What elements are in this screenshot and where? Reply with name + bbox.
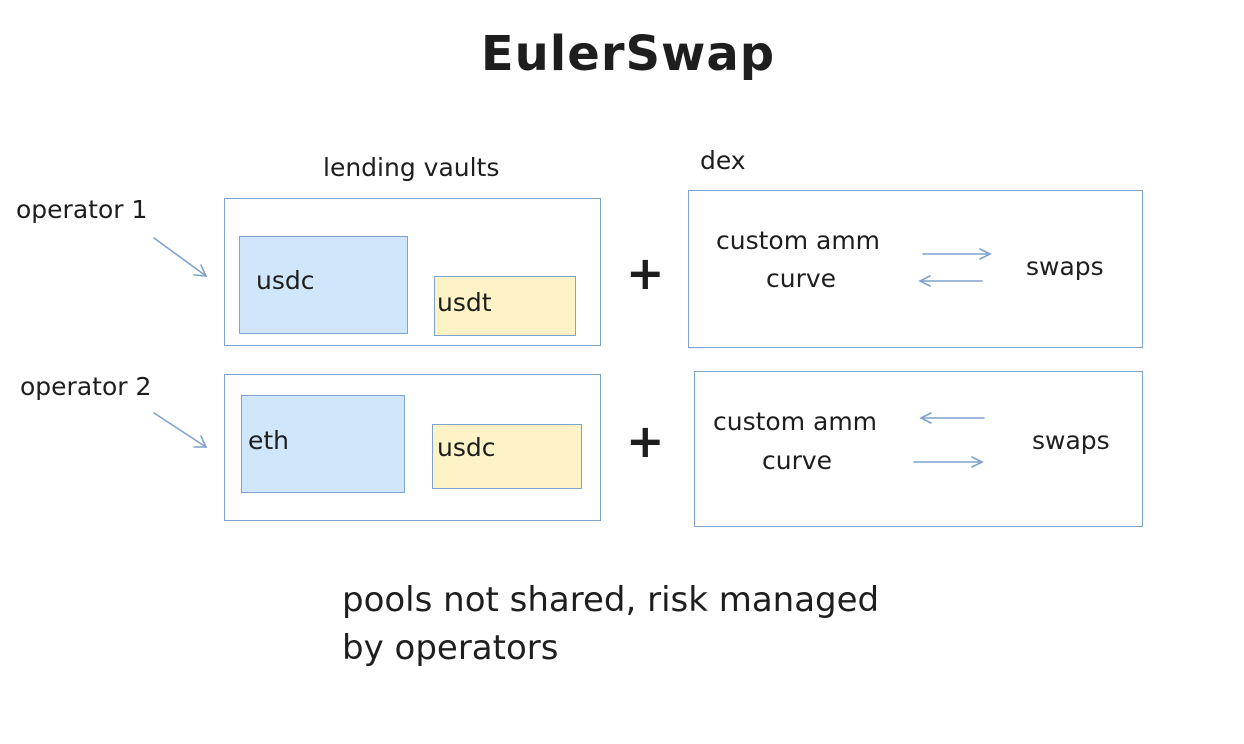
operator-2-vault-eth — [241, 395, 405, 493]
operator-1-dex-curve-label: curve — [766, 264, 837, 293]
note-line-2: by operators — [342, 628, 559, 668]
operator-2-dex-box — [694, 371, 1143, 527]
operator-2-dex-amm-label: custom amm — [713, 407, 878, 436]
operator-1-vault-usdc-label: usdc — [256, 266, 315, 295]
operator-2-plus: + — [626, 414, 665, 468]
operator-2-vault-usdc — [432, 424, 582, 489]
operator-1-dex-amm-label: custom amm — [716, 226, 881, 255]
operator-1-swaps-label: swaps — [1026, 252, 1104, 281]
operator-2-vault-usdc-label: usdc — [437, 433, 496, 462]
operator-1-label: operator 1 — [16, 195, 148, 224]
operator-1-pointer-arrow — [153, 237, 208, 277]
operator-2-lending-box — [224, 374, 601, 521]
lending-vaults-header: lending vaults — [323, 153, 500, 182]
operator-1-vault-usdc — [239, 236, 408, 334]
note-line-1: pools not shared, risk managed — [342, 580, 880, 620]
operator-1-lending-box — [224, 198, 601, 346]
operator-1-vault-usdt-label: usdt — [437, 288, 492, 317]
diagram-title: EulerSwap — [480, 26, 776, 82]
operator-2-label: operator 2 — [20, 372, 152, 401]
operator-2-dex-curve-label: curve — [762, 446, 833, 475]
dex-header: dex — [700, 146, 746, 175]
operator-2-pointer-arrow — [153, 412, 208, 448]
operator-1-plus: + — [626, 246, 665, 300]
operator-2-vault-eth-label: eth — [248, 426, 290, 455]
operator-2-swaps-label: swaps — [1032, 426, 1110, 455]
operator-1-vault-usdt — [434, 276, 576, 336]
operator-1-dex-box — [688, 190, 1143, 348]
